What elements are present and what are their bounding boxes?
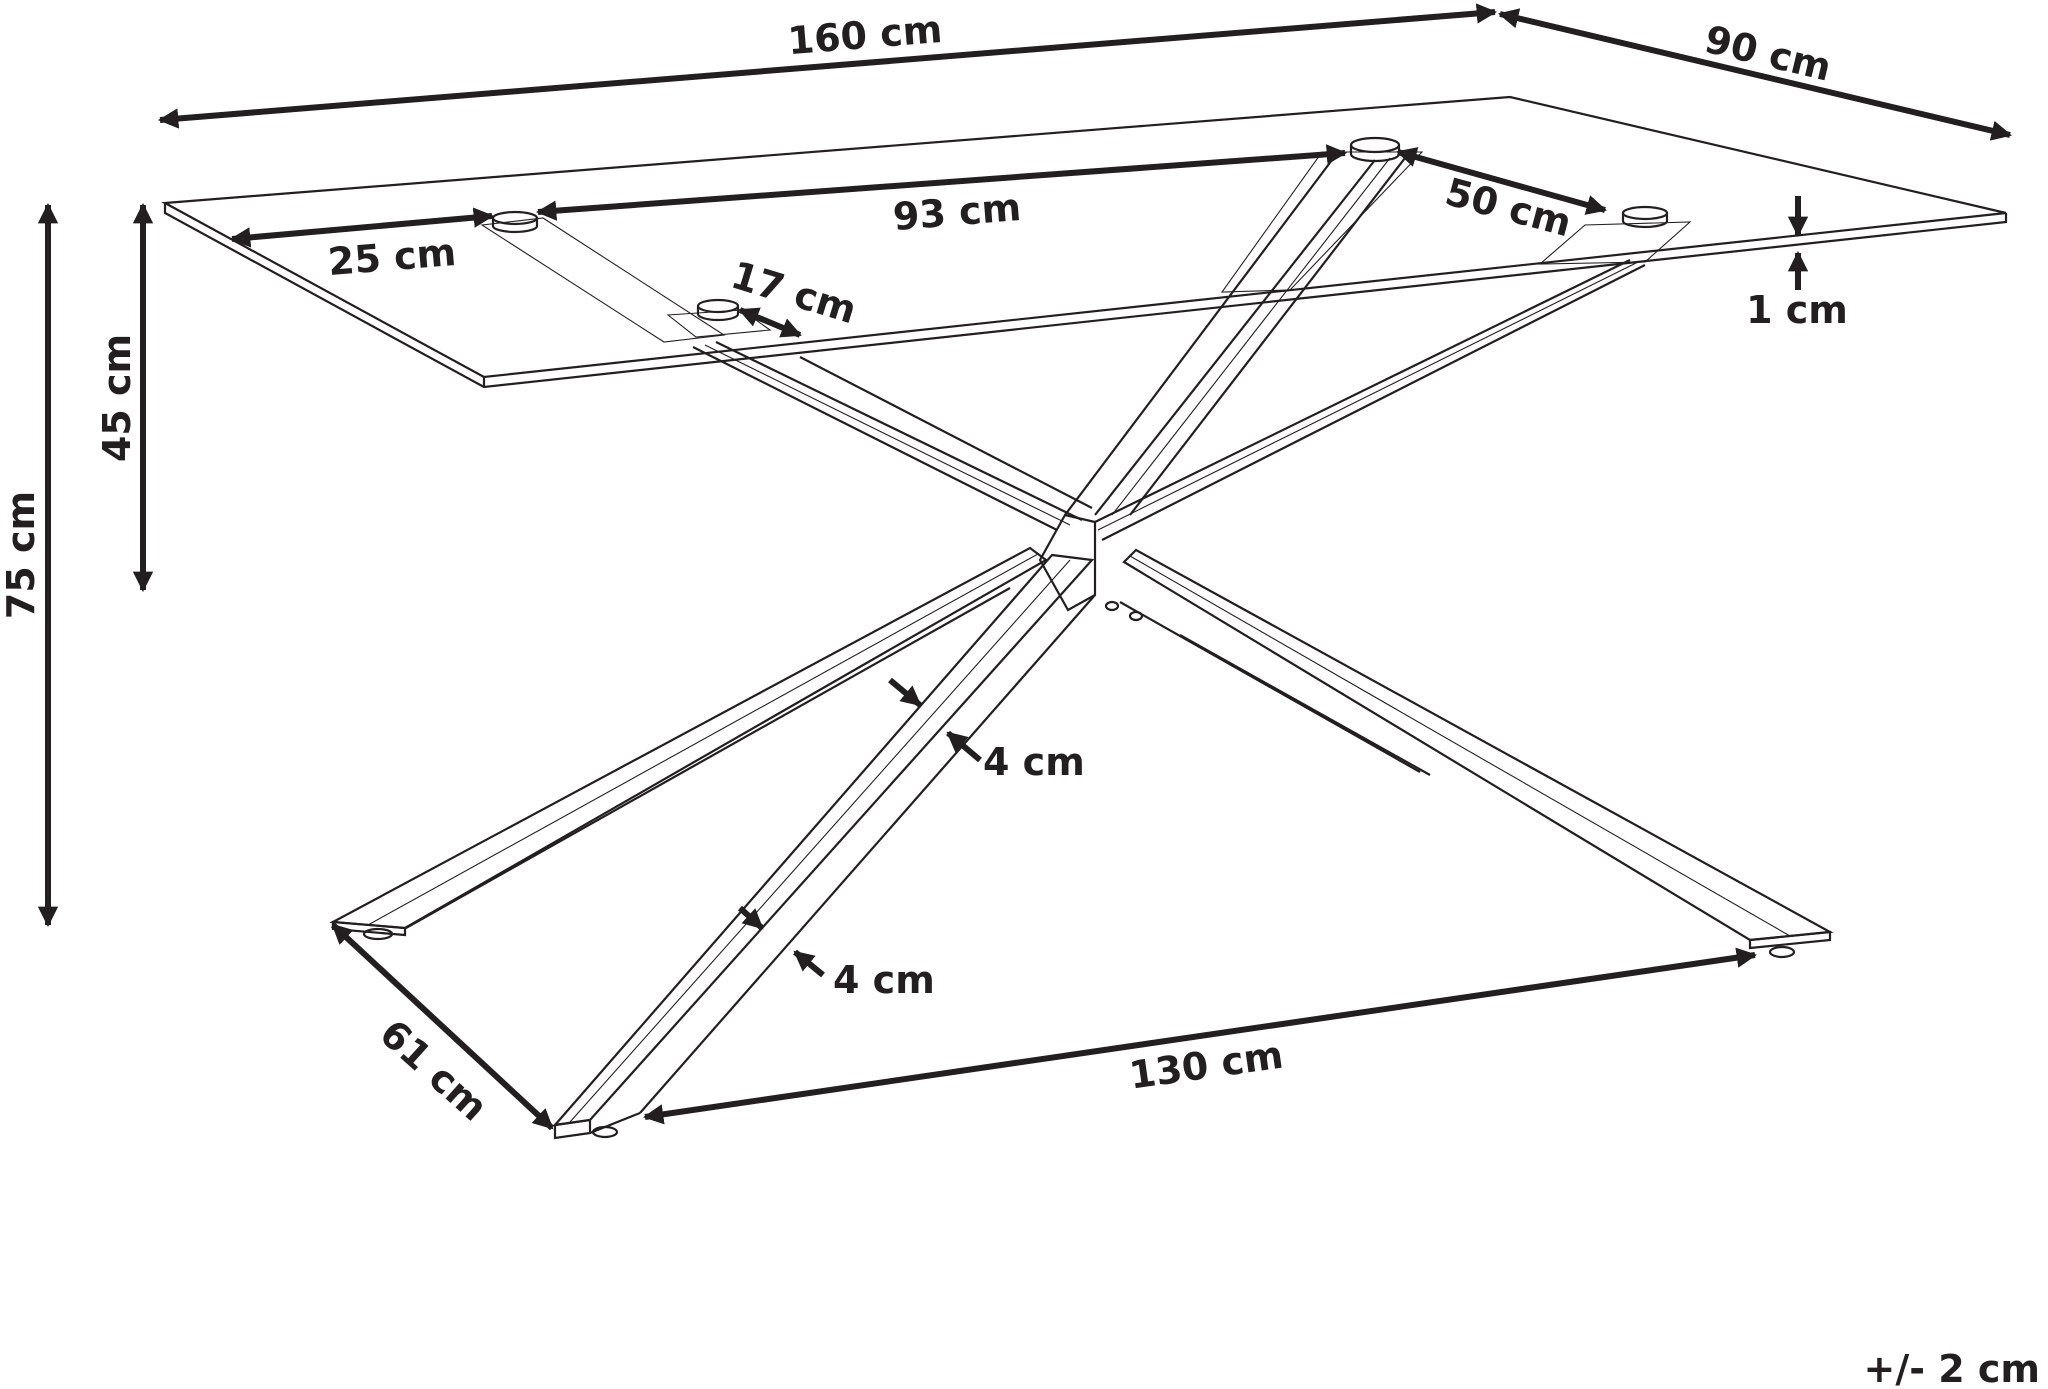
- label-length: 160 cm: [786, 7, 944, 63]
- leg-front-left-up: [692, 341, 1093, 531]
- label-clearance: 45 cm: [95, 334, 139, 462]
- label-height: 75 cm: [0, 491, 43, 619]
- arrow-foot-depth: [330, 922, 555, 1131]
- leg-back-up: [1064, 151, 1406, 516]
- label-foot-depth: 61 cm: [371, 1011, 496, 1130]
- label-leg-width-b: 4 cm: [833, 958, 935, 1002]
- label-leg-width-a: 4 cm: [983, 740, 1085, 784]
- arrow-mount-pad: [738, 307, 802, 338]
- dimension-labels: 160 cm 90 cm 75 cm 45 cm 1 cm 25 cm 93 c…: [0, 7, 2040, 1389]
- label-mount-span: 93 cm: [891, 185, 1022, 239]
- table-illustration: [161, 95, 2008, 1140]
- dimension-arrows: [37, 3, 2012, 1131]
- arrow-mount-depth: [1396, 147, 1607, 215]
- arrow-length: [157, 3, 1498, 129]
- leg-right-down: [1119, 548, 1834, 959]
- leg-hub: [1038, 513, 1144, 622]
- arrow-leg-width-a-out: [946, 730, 982, 763]
- arrow-leg-width-b-in: [737, 905, 765, 931]
- arrow-leg-width-b-out: [793, 949, 825, 978]
- label-mount-pad: 17 cm: [726, 253, 861, 333]
- label-tolerance: +/- 2 cm: [1863, 1347, 2040, 1389]
- arrow-mount-front: [229, 207, 495, 248]
- leg-left-down: [329, 546, 1048, 941]
- glass-top: [161, 95, 2008, 389]
- mount-pad-front-left: [480, 210, 726, 343]
- label-mount-front: 25 cm: [326, 230, 457, 284]
- leg-front-down: [552, 553, 1096, 1140]
- arrow-leg-width-a-in: [888, 677, 922, 708]
- arrow-foot-span: [642, 947, 1758, 1125]
- arrow-mount-span: [535, 144, 1348, 221]
- leg-right-back: [1094, 259, 1646, 541]
- arrow-width: [1498, 8, 2012, 141]
- label-thickness: 1 cm: [1746, 288, 1848, 332]
- mount-pad-back-right: [1538, 205, 1692, 265]
